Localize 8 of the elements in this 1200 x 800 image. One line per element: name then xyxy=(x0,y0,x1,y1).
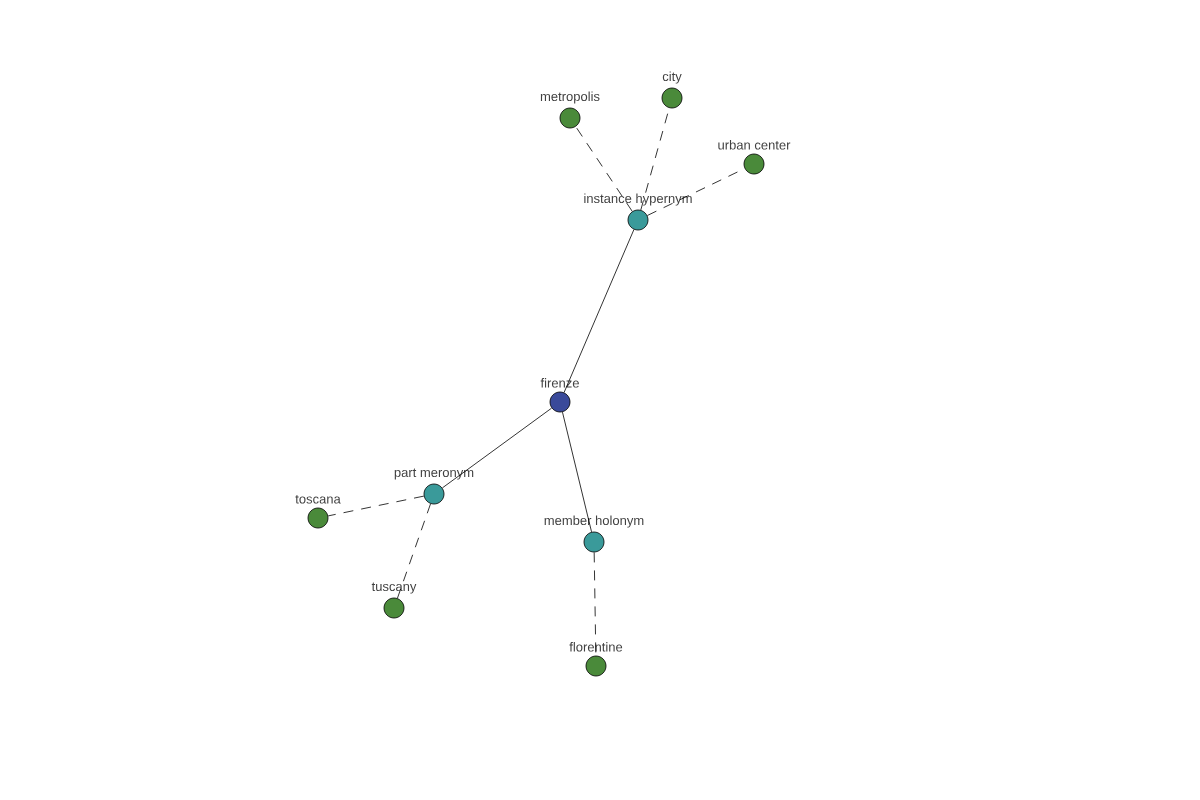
connector-line xyxy=(593,552,597,656)
connector-line xyxy=(442,407,552,489)
connector-line xyxy=(327,495,425,517)
connector-line xyxy=(646,168,746,216)
connector-line xyxy=(562,411,592,533)
connector-line xyxy=(575,126,633,212)
connector-line xyxy=(397,503,431,599)
connector-line xyxy=(563,229,635,393)
